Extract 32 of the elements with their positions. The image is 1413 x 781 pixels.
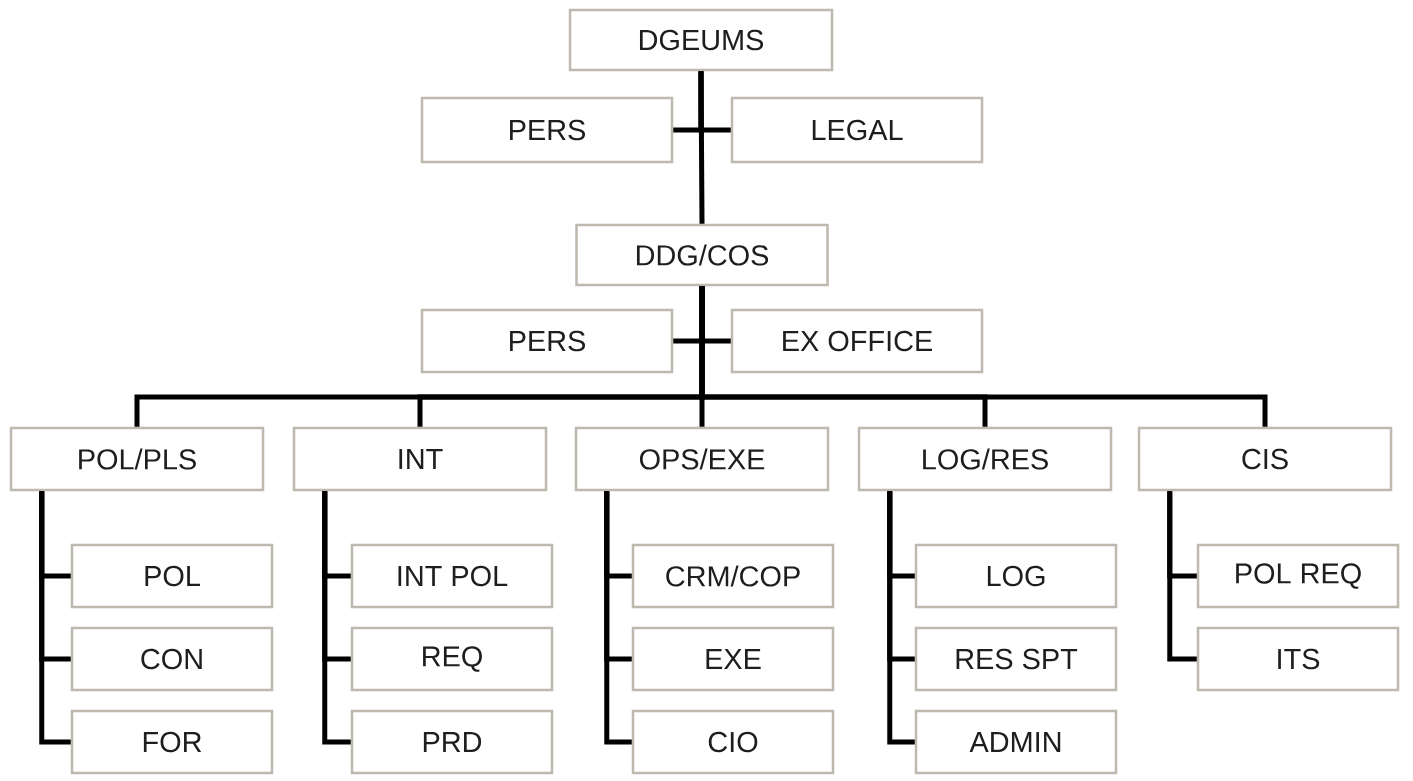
org-box: PERS (420, 96, 674, 164)
org-box: ITS (1196, 626, 1400, 692)
org-box: DGEUMS (568, 8, 834, 72)
org-box: CIS (1137, 426, 1393, 492)
org-box: RES SPT (914, 626, 1118, 692)
org-box: POL REQ (1196, 543, 1400, 609)
org-box: LOG/RES (857, 426, 1113, 492)
org-box: CON (70, 626, 274, 692)
org-box: FOR (70, 709, 274, 775)
org-box: EXE (631, 626, 835, 692)
connector-line (322, 491, 351, 745)
connector-line (699, 286, 1268, 427)
org-box: DDG/COS (575, 223, 829, 287)
connector-line (698, 71, 705, 224)
connector-line (604, 491, 632, 745)
org-box: CRM/COP (631, 543, 835, 609)
org-box: LEGAL (730, 96, 984, 164)
org-box: EX OFFICE (730, 308, 984, 374)
org-box: PRD (350, 709, 554, 775)
org-box: CIO (631, 709, 835, 775)
org-box: REQ (350, 626, 554, 692)
org-box: LOG (914, 543, 1118, 609)
org-box: INT (292, 426, 548, 492)
connector-line (1167, 491, 1197, 662)
org-box: ADMIN (914, 709, 1118, 775)
org-box: POL (70, 543, 274, 609)
org-box: OPS/EXE (574, 426, 830, 492)
connector-line (887, 491, 915, 745)
org-box: PERS (420, 308, 674, 374)
org-box: INT POL (350, 543, 554, 609)
connector-line (39, 491, 71, 745)
org-box: POL/PLS (9, 426, 265, 492)
